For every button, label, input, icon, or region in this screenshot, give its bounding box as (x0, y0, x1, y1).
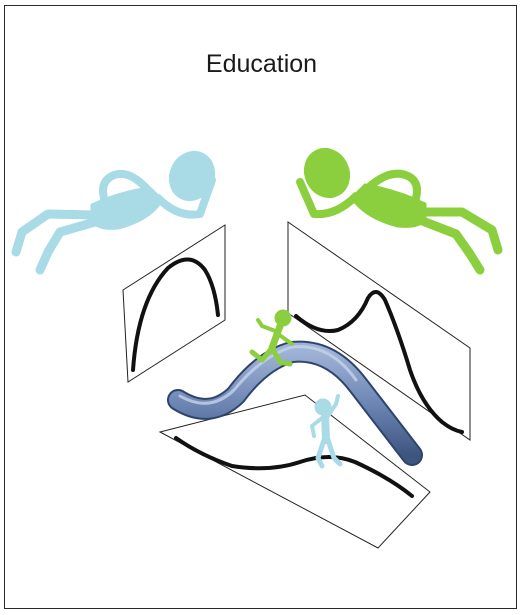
bell-arch-panel (123, 225, 225, 382)
